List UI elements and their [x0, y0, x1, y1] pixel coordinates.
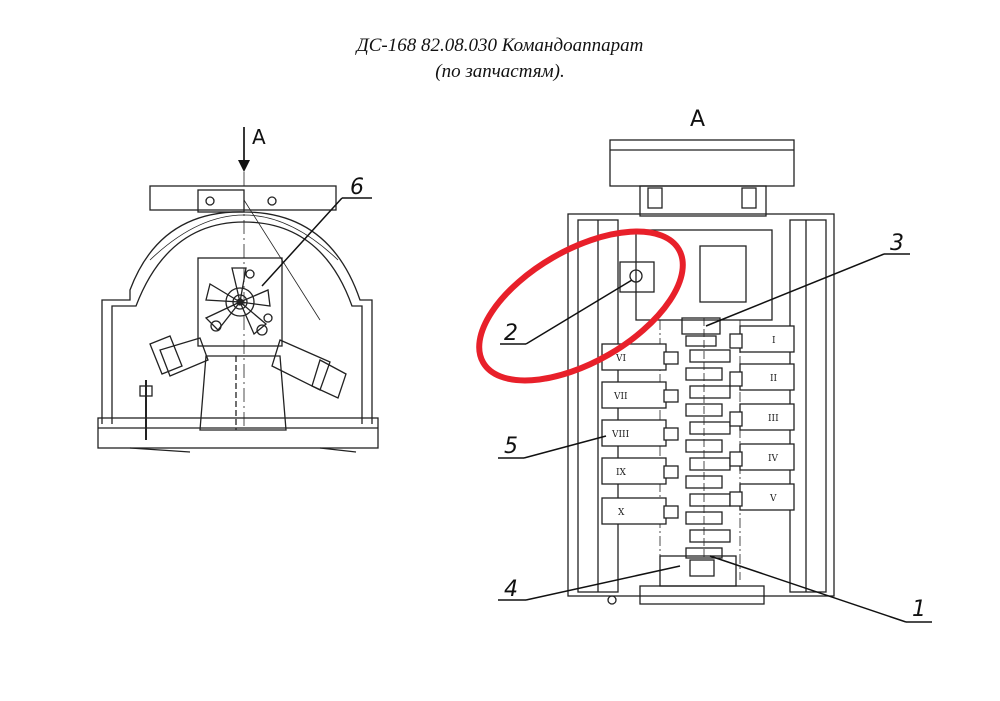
drawing-title: ДС-168 82.08.030 Командоаппарат [356, 35, 644, 56]
switch-label-ix: IX [616, 468, 627, 478]
switch-label-iii: III [768, 414, 779, 424]
svg-text:2: 2 [504, 321, 518, 346]
callout-1: 1 [709, 555, 932, 623]
switch-label-viii: VIII [611, 430, 630, 440]
svg-text:4: 4 [504, 577, 518, 602]
switch-label-x: X [618, 508, 625, 518]
callout-2: 2 [500, 279, 633, 346]
callout-4: 4 [498, 565, 681, 602]
switch-label-v: V [769, 494, 777, 504]
arrow-a-label: А [252, 125, 266, 149]
switches-left [601, 343, 679, 525]
front-view [567, 139, 835, 605]
highlight-ellipse [476, 228, 686, 384]
callout-5: 5 [498, 434, 607, 459]
side-view [97, 127, 379, 453]
drawing-subtitle: (по запчастям). [435, 61, 565, 82]
callout-3: 3 [705, 231, 910, 327]
switch-label-ii: II [770, 374, 778, 384]
switches-right [729, 325, 795, 511]
svg-text:3: 3 [890, 231, 904, 256]
switch-label-vii: VII [613, 392, 628, 402]
cam-shaft [681, 317, 731, 560]
svg-text:5: 5 [504, 434, 518, 459]
switch-label-vi: VI [615, 354, 626, 364]
svg-text:6: 6 [350, 175, 364, 200]
switch-label-iv: IV [768, 454, 779, 464]
callout-6: 6 [261, 175, 372, 287]
switch-label-i: I [772, 336, 776, 346]
svg-text:1: 1 [912, 597, 926, 622]
view-a-label: А [690, 107, 705, 132]
